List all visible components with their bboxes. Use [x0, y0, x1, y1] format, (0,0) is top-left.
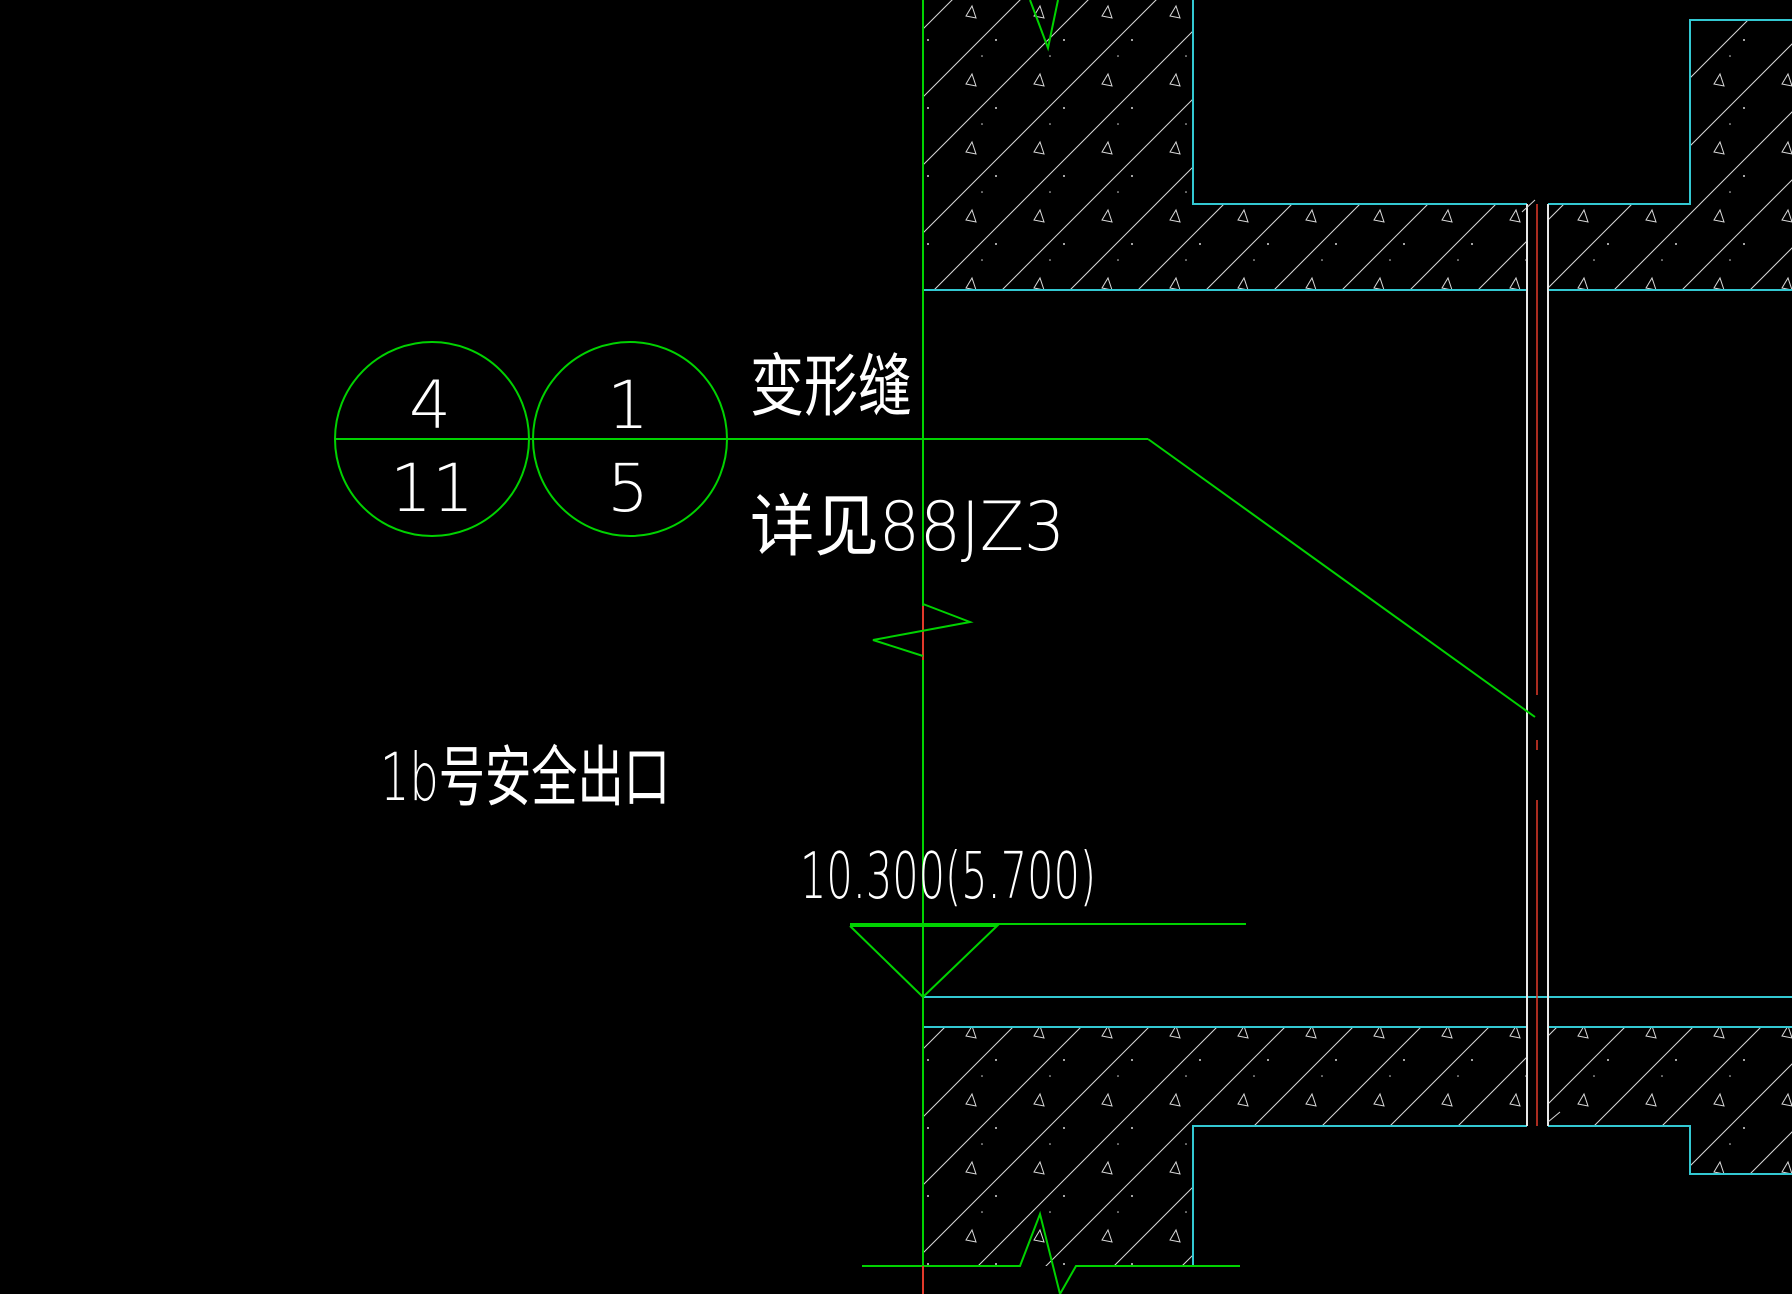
- top-right-outline: [1548, 19, 1792, 205]
- detail-mark-1: 4 11: [334, 341, 530, 537]
- bottom-break-symbol: [862, 1210, 1240, 1294]
- top-break-symbol: [1029, 0, 1059, 52]
- expansion-joint: [1521, 199, 1561, 1126]
- note-expansion-joint: 变形缝: [750, 348, 912, 427]
- detail-mark-2-bottom: 5: [607, 450, 649, 527]
- axis-break-symbol: [872, 603, 974, 657]
- bottom-right-hatch: [1548, 1027, 1792, 1174]
- bottom-outline: [1192, 1125, 1527, 1266]
- vertical-axis: [872, 0, 974, 1294]
- exit-label: 1b号安全出口: [380, 739, 670, 816]
- detail-mark-1-bottom: 11: [390, 450, 474, 527]
- top-outline: [1192, 0, 1527, 205]
- elevation-marker: 10.300(5.700): [800, 840, 1246, 999]
- elevation-label: 10.300(5.700): [800, 840, 1096, 914]
- detail-mark-1-top: 4: [409, 367, 451, 444]
- detail-mark-2-top: 1: [607, 367, 649, 444]
- elevation-triangle: [849, 925, 1000, 999]
- bottom-concrete-section: [862, 996, 1792, 1294]
- note-see-standard: 详见88JZ3: [750, 488, 1065, 567]
- top-right-hatch: [1548, 20, 1792, 290]
- bottom-wall-hatch: [923, 1027, 1527, 1266]
- bottom-right-outline: [1548, 1125, 1792, 1175]
- top-wall-hatch: [923, 0, 1527, 290]
- leader-line: [1147, 438, 1536, 718]
- top-concrete-section: [923, 0, 1792, 291]
- detail-mark-2: 1 5: [529, 341, 1148, 537]
